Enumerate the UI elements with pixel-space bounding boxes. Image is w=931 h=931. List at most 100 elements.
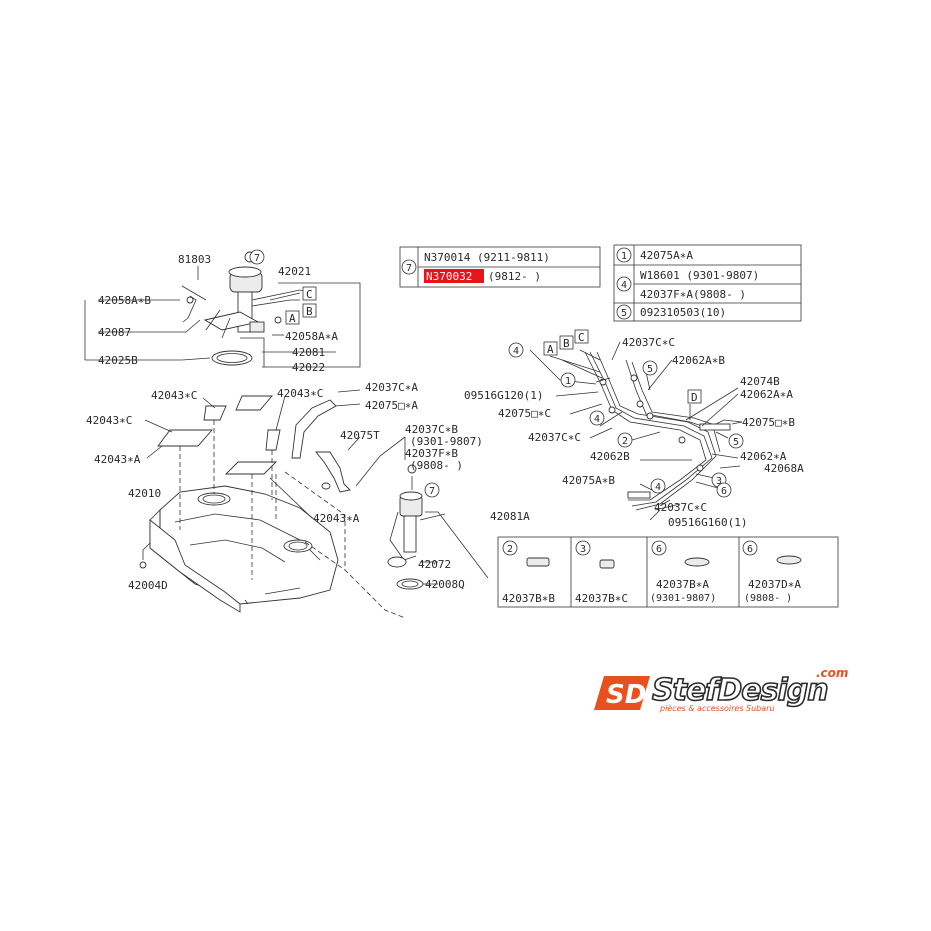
label-42037c-c-top: 42037C∗C <box>622 336 675 349</box>
label-42081: 42081 <box>292 346 325 359</box>
callout-5-top: 5 <box>647 364 653 375</box>
logo-mark-text: SD <box>606 680 646 710</box>
logo-mark-bg <box>594 676 650 710</box>
label-42058a-a: 42058A∗A <box>285 330 338 343</box>
box-a-right-label: A <box>547 343 554 356</box>
clip-4-image <box>776 555 802 565</box>
label-42037c-c-mid: 42037C∗C <box>528 431 581 444</box>
table-right-row3: 42037F∗A(9808- ) <box>640 288 746 301</box>
label-42037c-b-range: (9301-9807) <box>410 435 483 448</box>
label-09516g160: 09516G160(1) <box>668 516 747 529</box>
clip-3-sub: (9301-9807) <box>650 593 716 604</box>
callout-3: 3 <box>716 476 722 487</box>
clip-2-label: 42037B∗C <box>575 592 628 605</box>
label-42043a-left: 42043∗A <box>94 453 141 466</box>
label-42043a-right: 42043∗A <box>313 512 360 525</box>
stefdesign-logo: SD <box>594 676 650 710</box>
box-c-right-label: C <box>578 331 585 344</box>
box-a-right <box>543 341 558 356</box>
callout-4-top: 4 <box>513 346 519 357</box>
ref-boxes: C B A A B C D <box>285 286 702 404</box>
callout-4-mid: 4 <box>594 414 600 425</box>
label-42043c-left: 42043∗C <box>86 414 132 427</box>
label-42022: 42022 <box>292 361 325 374</box>
label-42081a: 42081A <box>490 510 530 523</box>
label-42075-c: 42075□∗C <box>498 407 551 420</box>
callout-2: 2 <box>622 436 628 447</box>
label-42062b: 42062B <box>590 450 630 463</box>
table-7: 7 N370014 (9211-9811) N370032 (9812- ) <box>399 246 601 288</box>
clip-2-image <box>599 559 615 569</box>
label-42075-a: 42075□∗A <box>365 399 418 412</box>
table-7-num: 7 <box>406 263 412 274</box>
clip-1-image <box>526 557 550 567</box>
fuel-tank <box>139 485 339 613</box>
insulator-pads <box>144 395 313 580</box>
clip-1-num: 2 <box>507 544 513 555</box>
left-labels: 81803 42021 42058A∗B 42087 42058A∗A 4208… <box>86 253 530 592</box>
callout-1: 1 <box>565 376 571 387</box>
callout-7-top: 7 <box>254 253 260 264</box>
label-42025b: 42025B <box>98 354 138 367</box>
right-labels: 42037C∗C 42062A∗B 09516G120(1) 42075□∗C … <box>464 336 804 529</box>
logo-tagline: pièces & accessoires Subaru <box>660 704 775 713</box>
label-42004d: 42004D <box>128 579 168 592</box>
logo-title: StefDesign <box>651 672 829 709</box>
label-42037c-a: 42037C∗A <box>365 381 418 394</box>
table-right: 1 4 5 42075A∗A W18601 (9301-9807) 42037F… <box>613 244 802 322</box>
table-right-num-5: 5 <box>621 308 627 319</box>
table-7-row2-part: N370032 <box>426 270 472 283</box>
clip-4-label: 42037D∗A <box>748 578 801 591</box>
label-42075-b: 42075□∗B <box>742 416 795 429</box>
label-42043c-right: 42043∗C <box>277 387 323 400</box>
box-c-left-label: C <box>306 288 313 301</box>
clip-3-num: 6 <box>656 544 662 555</box>
callout-7-pump: 7 <box>429 486 435 497</box>
filler-hoses <box>284 389 406 619</box>
table-right-row1: 42075A∗A <box>640 249 693 262</box>
label-42075t: 42075T <box>340 429 380 442</box>
clip-3-label: 42037B∗A <box>656 578 709 591</box>
clip-3-image <box>684 557 710 567</box>
box-b-right <box>559 335 574 350</box>
table-right-row2: W18601 (9301-9807) <box>640 269 759 282</box>
box-a-left <box>285 310 300 325</box>
box-b-right-label: B <box>563 337 570 350</box>
label-42062a-a: 42062A∗A <box>740 388 793 401</box>
label-42037f-b: 42037F∗B <box>405 447 458 460</box>
label-42074b: 42074B <box>740 375 780 388</box>
clips-table: 2 42037B∗B 3 42037B∗C 6 42037B∗A (9301-9… <box>497 536 839 608</box>
label-42043c-top: 42043∗C <box>151 389 197 402</box>
box-b-left <box>302 303 317 318</box>
label-42062-a: 42062∗A <box>740 450 787 463</box>
label-09516g120: 09516G120(1) <box>464 389 543 402</box>
pump-assembly <box>84 251 361 368</box>
box-c-right <box>574 329 589 344</box>
label-42062a-b: 42062A∗B <box>672 354 725 367</box>
label-81803: 81803 <box>178 253 211 266</box>
table-7-row2-range: (9812- ) <box>488 270 541 283</box>
label-42008q: 42008Q <box>425 578 465 591</box>
callouts: 7 7 4 1 5 4 2 5 3 6 4 <box>249 249 744 498</box>
table-right-num-1: 1 <box>621 251 627 262</box>
box-b-left-label: B <box>306 305 313 318</box>
fuel-pump-module <box>387 464 489 590</box>
label-42068a: 42068A <box>764 462 804 475</box>
clip-1-label: 42037B∗B <box>502 592 555 605</box>
callout-5-right: 5 <box>733 437 739 448</box>
box-d-right <box>687 389 702 404</box>
label-42075a-b: 42075A∗B <box>562 474 615 487</box>
table-7-row1: N370014 (9211-9811) <box>424 251 550 264</box>
box-a-left-label: A <box>289 312 296 325</box>
logo-com: .com <box>816 666 849 680</box>
label-42037f-b-range: (9808- ) <box>410 459 463 472</box>
table-right-row4: 092310503(10) <box>640 306 726 319</box>
label-42058a-b: 42058A∗B <box>98 294 151 307</box>
fuel-lines <box>529 341 743 521</box>
callout-6: 6 <box>721 486 727 497</box>
callout-4-low: 4 <box>655 482 661 493</box>
table-7-highlight <box>424 269 484 283</box>
clip-2-num: 3 <box>580 544 586 555</box>
label-42037c-b: 42037C∗B <box>405 423 458 436</box>
